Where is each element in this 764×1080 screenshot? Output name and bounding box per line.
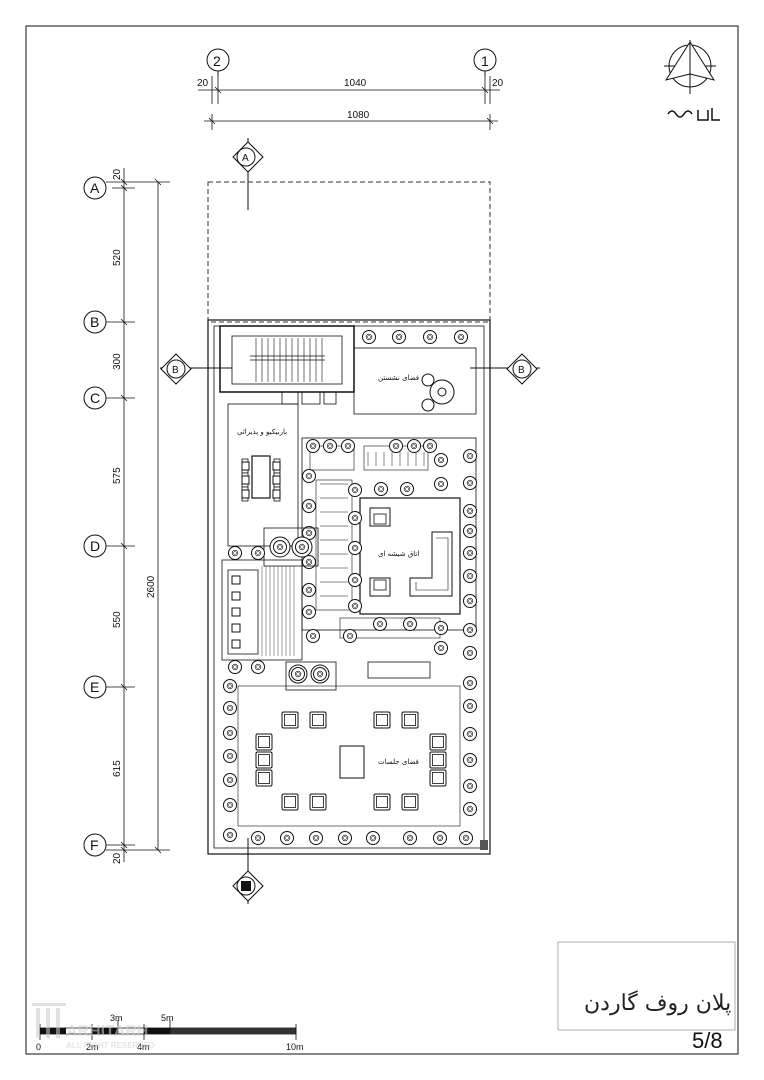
scale-label-2m: 2m	[86, 1042, 99, 1052]
scale-label-3m: 3m	[110, 1013, 123, 1023]
dim-row-5: 615	[112, 760, 123, 777]
dim-row-6: 20	[112, 852, 123, 864]
grid-col-label: 1	[481, 53, 489, 69]
dim-top-total: 1080	[347, 110, 370, 121]
plants-west-column	[223, 679, 237, 842]
dim-total: 2600	[146, 575, 157, 598]
plants-east-column	[463, 449, 477, 816]
room-label-seating: فضای نشستن	[378, 374, 419, 382]
open-area-outline	[207, 181, 491, 323]
grid-row-label: C	[90, 390, 100, 406]
grid-row-e: E	[83, 675, 107, 699]
dim-top-right-edge: 20	[492, 78, 504, 89]
grid-row-f: F	[83, 833, 107, 857]
dim-top-left-edge: 20	[197, 78, 209, 89]
grid-row-label: A	[90, 180, 100, 196]
grid-row-label: F	[90, 837, 99, 853]
grid-row-d: D	[83, 534, 107, 558]
drain-mark	[480, 840, 488, 850]
grid-row-label: E	[90, 679, 99, 695]
scale-label-5m: 5m	[161, 1013, 174, 1023]
plants-bottom-row	[251, 831, 473, 845]
dim-row-0: 20	[112, 168, 123, 180]
grid-row-label: D	[90, 538, 100, 554]
plants-west	[228, 536, 330, 684]
sheet-number: 5/8	[692, 1028, 723, 1053]
west-deck	[221, 527, 431, 691]
section-marker-b: B B	[160, 353, 540, 385]
seating-area: فضای نشستن	[353, 347, 477, 415]
watermark-brand: ARHITARH	[66, 1023, 148, 1040]
left-dimensions	[106, 168, 170, 862]
watermark-logo: ARHITARH ALL RIGHT RESERVED	[32, 1003, 155, 1050]
meeting-area: فضای جلسات	[237, 685, 461, 827]
section-marker-label: B	[518, 365, 525, 376]
grid-col-label: 2	[213, 53, 221, 69]
scale-label-0: 0	[36, 1042, 41, 1052]
dim-row-4: 550	[112, 611, 123, 628]
dim-top-span: 1040	[344, 78, 367, 89]
room-label-barbecue: باربیکیو و پذیرائی	[237, 428, 287, 436]
barbecue-area: باربیکیو و پذیرائی	[227, 403, 299, 547]
grid-col-1: 1	[473, 48, 497, 76]
grid-row-a: A	[83, 176, 107, 200]
grid-row-c: C	[83, 386, 107, 410]
drawing-title: پلان روف گاردن	[584, 990, 731, 1016]
section-marker-label: B	[172, 365, 179, 376]
room-label-glass: اتاق شیشه ای	[378, 550, 419, 558]
roof-outer-wall	[207, 319, 491, 855]
bottom-section-marker	[232, 838, 264, 904]
top-dimensions	[198, 72, 500, 130]
sheet-border	[25, 25, 739, 1055]
north-arrow-icon	[664, 40, 720, 121]
dim-row-2: 300	[112, 353, 123, 370]
dim-row-1: 520	[112, 249, 123, 266]
plants-top-row	[362, 330, 468, 344]
title-block	[557, 941, 736, 1031]
dim-row-3: 575	[112, 467, 123, 484]
watermark-tagline: ALL RIGHT RESERVED	[66, 1041, 155, 1050]
section-marker-a: A	[232, 138, 264, 210]
scale-label-10m: 10m	[286, 1042, 304, 1052]
grid-row-label: B	[90, 314, 99, 330]
glass-room: اتاق شیشه ای	[301, 437, 477, 639]
section-marker-label: A	[242, 153, 249, 164]
room-label-meeting: فضای جلسات	[378, 758, 419, 766]
grid-col-2: 2	[206, 48, 230, 76]
scale-label-4m: 4m	[137, 1042, 150, 1052]
grid-row-b: B	[83, 310, 107, 334]
stair-core	[219, 325, 355, 405]
